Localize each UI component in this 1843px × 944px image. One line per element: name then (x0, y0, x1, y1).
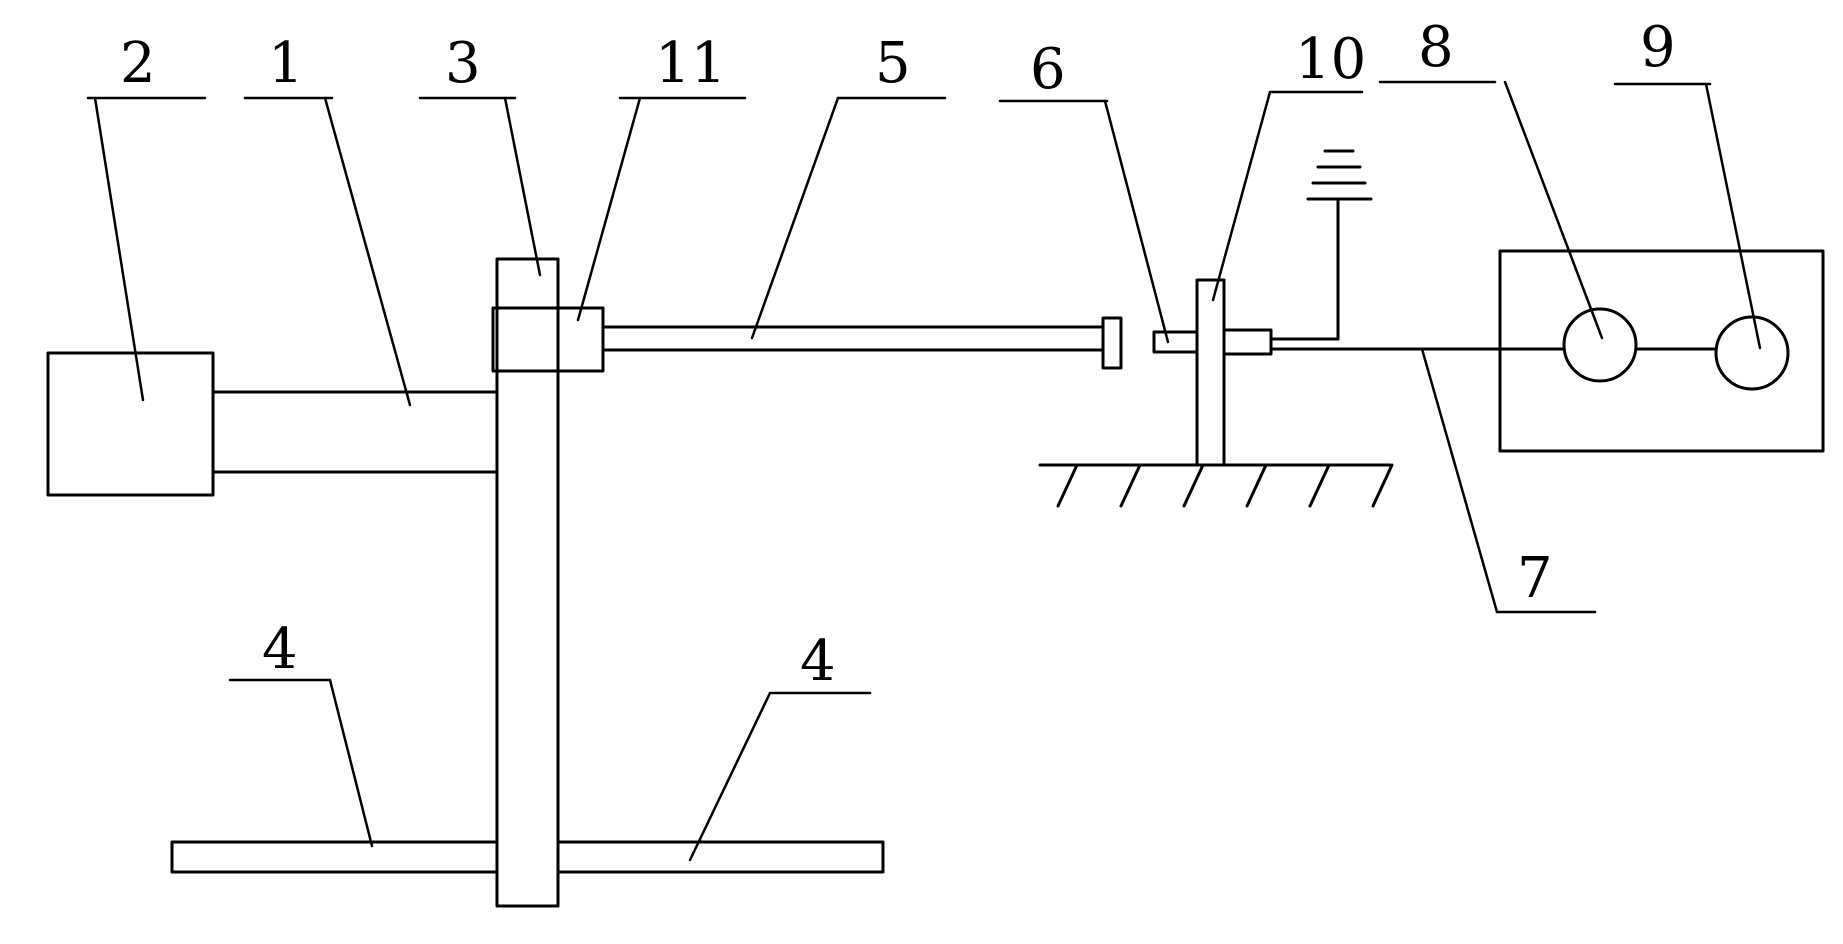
label-4-right: 4 (800, 629, 836, 694)
label-2: 2 (120, 31, 156, 96)
part-9-circle (1714, 315, 1790, 391)
part-labels: 2 1 3 11 5 6 10 8 9 7 4 4 (120, 15, 1676, 694)
part-4-base (170, 840, 885, 874)
part-11-collar (491, 306, 605, 373)
label-10: 10 (1295, 27, 1366, 92)
leader-lines (86, 80, 1762, 862)
instrument-box (1498, 249, 1825, 453)
label-1: 1 (268, 31, 304, 96)
plate-hub (1222, 328, 1273, 356)
label-11: 11 (655, 31, 726, 96)
part-8-circle (1562, 307, 1638, 383)
part-5-rod (601, 325, 1105, 352)
label-9: 9 (1640, 15, 1676, 80)
label-4-left: 4 (262, 617, 298, 682)
part-10-plate (1195, 278, 1226, 467)
label-5: 5 (875, 31, 911, 96)
label-8: 8 (1418, 15, 1454, 80)
part-1-arm (211, 390, 499, 474)
label-6: 6 (1030, 37, 1066, 102)
label-3: 3 (445, 31, 481, 96)
rod-end-cap (1101, 316, 1123, 370)
part-2-box (46, 351, 215, 497)
electrical-ground-icon (1306, 149, 1373, 341)
ground-hatch (1038, 463, 1394, 508)
label-7: 7 (1517, 546, 1553, 611)
part-6-pin (1152, 330, 1199, 354)
part-3-column (495, 257, 560, 908)
